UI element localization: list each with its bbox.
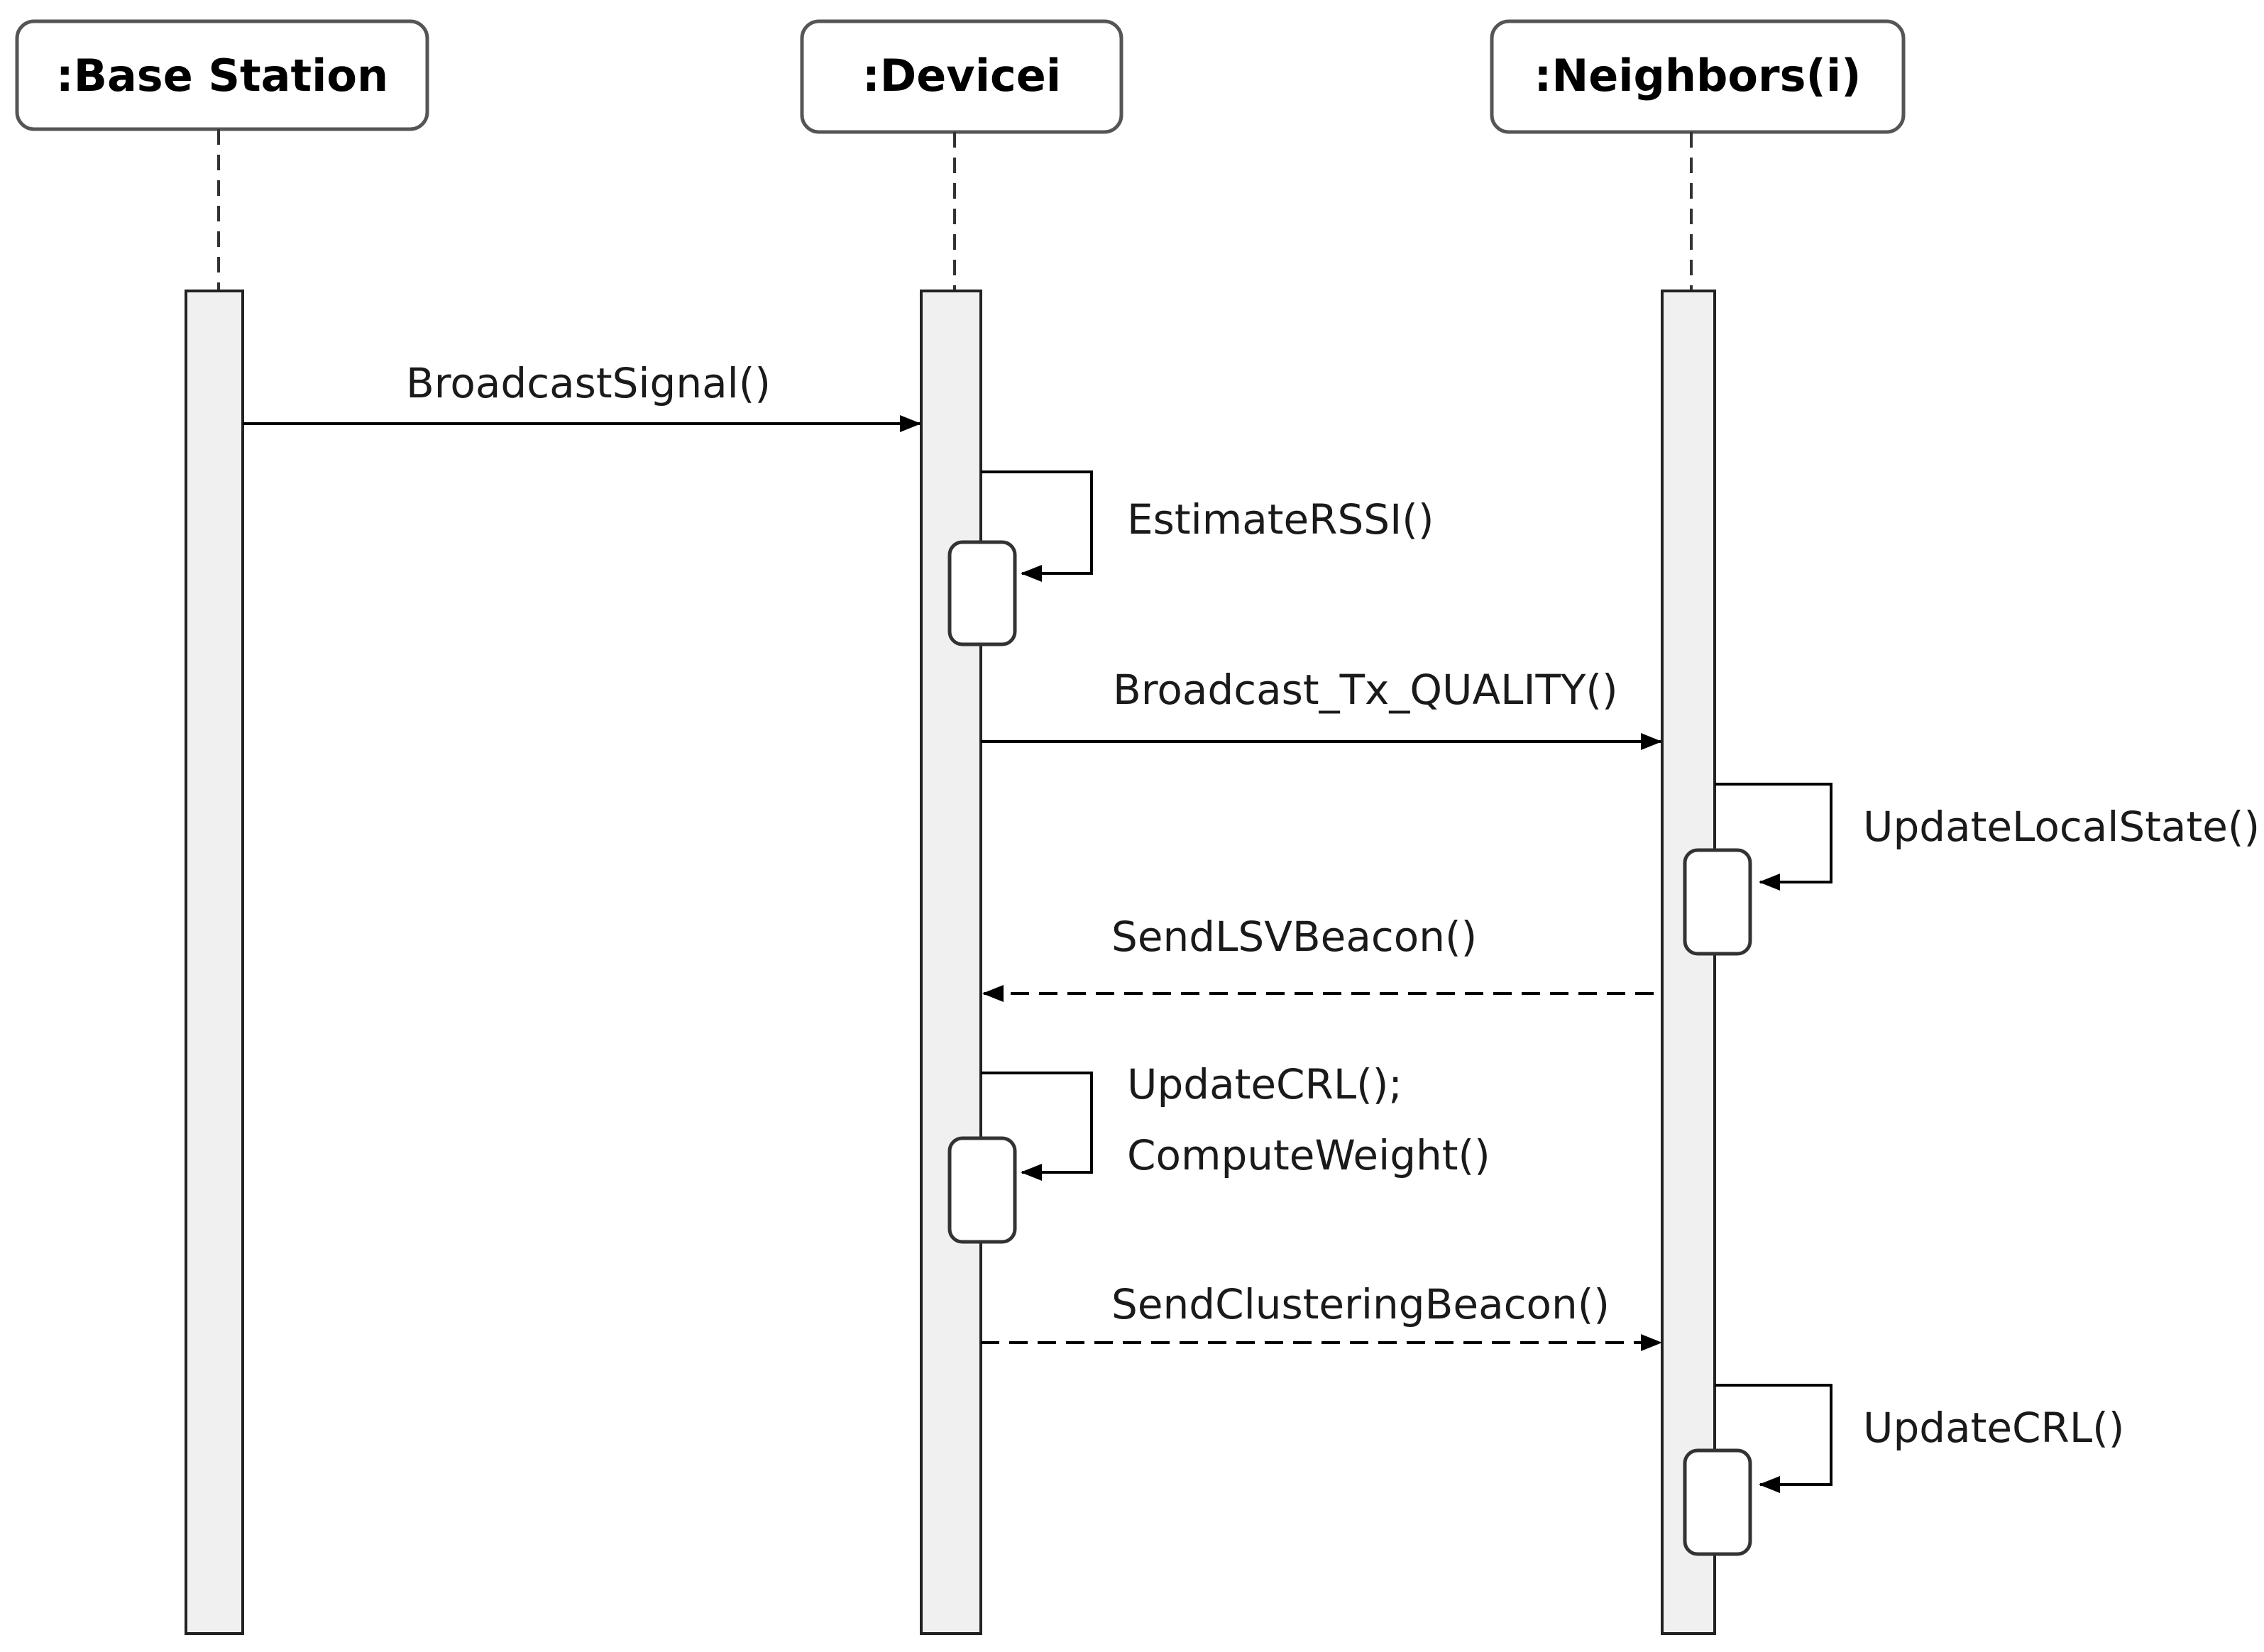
message-broadcast-tx-quality: Broadcast_Tx_QUALITY() bbox=[981, 666, 1662, 750]
participant-device: :Devicei bbox=[800, 19, 1123, 1635]
message-send-clustering-beacon: SendClusteringBeacon() bbox=[981, 1280, 1662, 1351]
self-call-arrow-estimate-rssi bbox=[981, 470, 1093, 582]
message-send-lsv-beacon: SendLSVBeacon() bbox=[982, 913, 1654, 1002]
nested-activation-update-crl-compute-weight bbox=[947, 1136, 1017, 1244]
self-call-arrow-update-crl-compute-weight bbox=[981, 1072, 1093, 1181]
participant-label-neighbors: :Neighbors(i) bbox=[1534, 50, 1862, 101]
participant-box-device bbox=[800, 19, 1123, 134]
self-call-arrow-update-crl-neighbors bbox=[1715, 1384, 1832, 1493]
nested-activation-update-crl-neighbors bbox=[1683, 1448, 1752, 1556]
message-label-send-lsv-beacon: SendLSVBeacon() bbox=[1111, 913, 1477, 961]
message-label-estimate-rssi: EstimateRSSI() bbox=[1127, 495, 1434, 544]
message-label-broadcast-tx-quality: Broadcast_Tx_QUALITY() bbox=[1113, 666, 1618, 714]
participant-neighbors: :Neighbors(i) bbox=[1490, 19, 1906, 1635]
message-label-compute-weight: ComputeWeight() bbox=[1127, 1131, 1490, 1179]
nested-activation-update-local-state bbox=[1683, 848, 1752, 956]
self-call-arrow-update-local-state bbox=[1715, 783, 1832, 891]
message-label-broadcast-signal: BroadcastSignal() bbox=[406, 359, 771, 407]
message-label-update-crl: UpdateCRL(); bbox=[1127, 1060, 1402, 1108]
message-label-send-clustering-beacon: SendClusteringBeacon() bbox=[1111, 1280, 1610, 1328]
activation-bar-neighbors bbox=[1661, 290, 1716, 1635]
message-estimate-rssi: EstimateRSSI() bbox=[947, 470, 1434, 646]
message-update-crl-compute-weight: UpdateCRL(); ComputeWeight() bbox=[947, 1060, 1490, 1244]
activation-bar-base-station bbox=[185, 290, 244, 1635]
participant-base-station: :Base Station bbox=[15, 19, 429, 1635]
participant-box-neighbors bbox=[1490, 19, 1906, 134]
message-label-update-crl-neighbors: UpdateCRL() bbox=[1863, 1404, 2124, 1452]
message-label-update-local-state: UpdateLocalState() bbox=[1863, 803, 2260, 851]
message-broadcast-signal: BroadcastSignal() bbox=[243, 359, 921, 432]
activation-bar-device bbox=[920, 290, 982, 1635]
participant-label-base-station: :Base Station bbox=[56, 50, 388, 101]
message-update-local-state: UpdateLocalState() bbox=[1683, 783, 2260, 956]
nested-activation-estimate-rssi bbox=[947, 540, 1017, 646]
participant-box-base-station bbox=[15, 19, 429, 131]
message-update-crl-neighbors: UpdateCRL() bbox=[1683, 1384, 2124, 1556]
participant-label-device: :Devicei bbox=[862, 50, 1061, 101]
